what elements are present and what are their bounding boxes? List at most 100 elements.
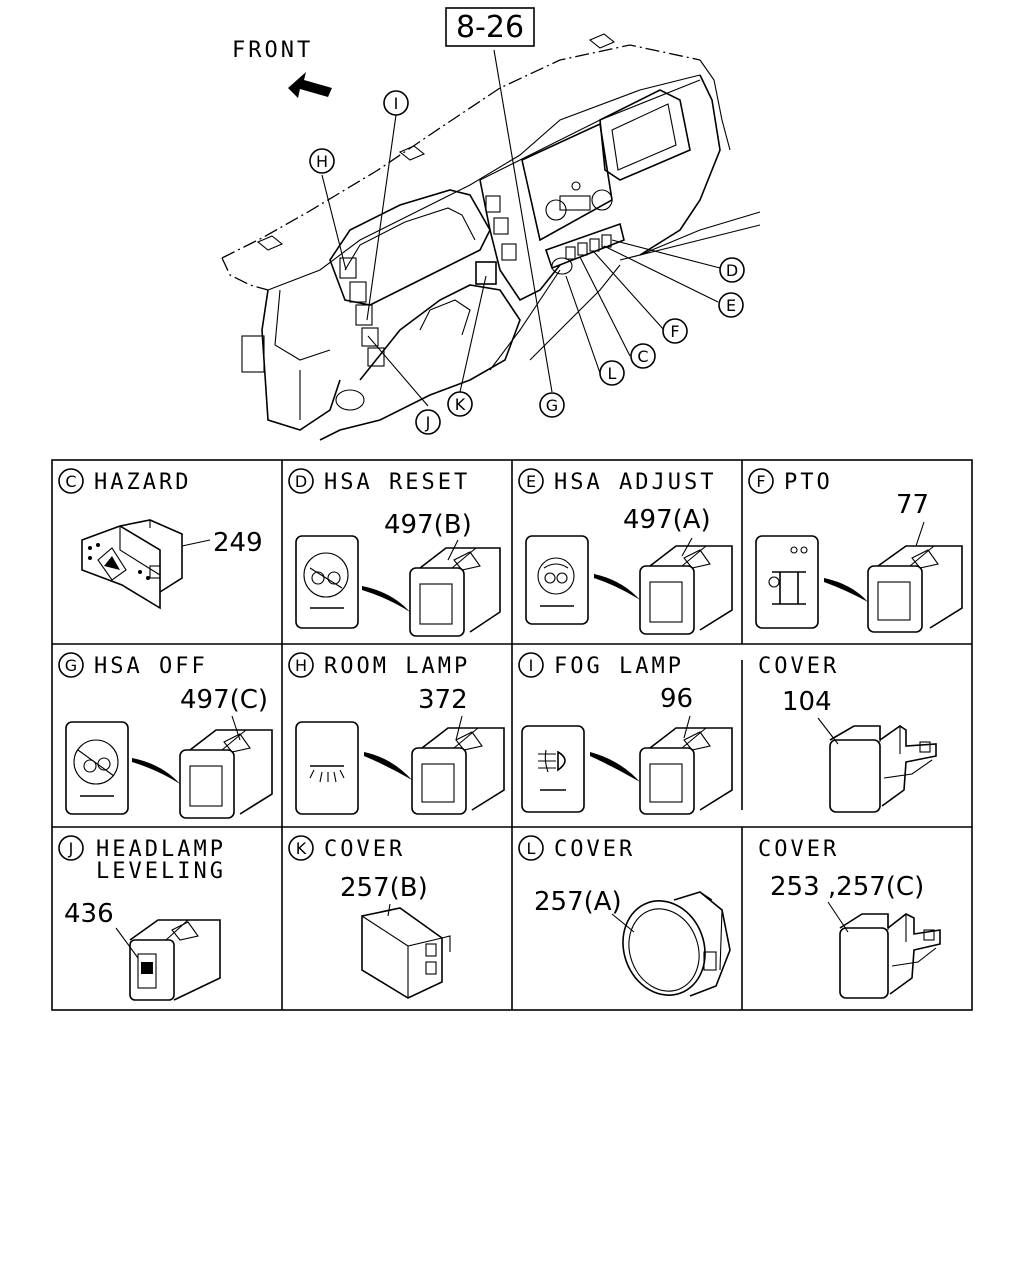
cell-fog-lamp: I FOG LAMP 96: [518, 652, 733, 815]
leveling-switch-drawing: [129, 919, 221, 1001]
cell-letter-circle: [288, 835, 314, 861]
svg-text:I: I: [394, 94, 399, 113]
callout-H: H: [309, 148, 335, 174]
pto-symbol-icon: [755, 535, 819, 629]
cell-letter-circle: [518, 468, 544, 494]
reference-number: 8-26: [456, 10, 524, 45]
part-number: 253 ,257(C): [770, 872, 924, 902]
rocker-switch-drawing: [639, 545, 733, 635]
cell-title: COVER: [554, 837, 635, 862]
cell-letter-circle: [748, 468, 774, 494]
cell-title: FOG LAMP: [554, 654, 684, 679]
svg-text:L: L: [608, 364, 617, 383]
part-number: 497(B): [384, 510, 472, 540]
cell-title: HSA ADJUST: [554, 470, 716, 495]
cell-letter-circle: [288, 652, 314, 678]
cell-title: ROOM LAMP: [324, 654, 470, 679]
rocker-switch-drawing: [639, 727, 733, 815]
square-cover-drawing: [361, 907, 451, 999]
part-number: 104: [782, 687, 832, 717]
dashboard-illustration: 8-26 FRONT: [221, 7, 761, 441]
blank-cover-drawing: [829, 725, 937, 813]
hsa-off-icon: [65, 721, 129, 815]
part-number: 497(C): [180, 685, 268, 715]
part-number: 96: [660, 684, 693, 714]
callout-F: F: [662, 318, 688, 344]
cell-letter: C: [65, 472, 76, 491]
room-lamp-icon: [295, 721, 359, 815]
cell-cover-k: K COVER 257(B): [288, 835, 451, 999]
cell-title: COVER: [758, 837, 839, 862]
cell-letter-circle: [58, 652, 84, 678]
svg-text:G: G: [546, 396, 558, 415]
part-number: 372: [418, 685, 468, 715]
cell-title: HAZARD: [94, 470, 191, 495]
svg-text:C: C: [637, 347, 648, 366]
front-label: FRONT: [232, 38, 313, 63]
callout-I: I: [383, 90, 409, 116]
part-number: 257(B): [340, 873, 428, 903]
cell-headlamp-leveling: J HEADLAMP LEVELING 436: [58, 835, 226, 1001]
cell-letter: J: [68, 839, 74, 858]
callout-G: G: [539, 392, 565, 418]
cell-hsa-adjust: E HSA ADJUST 497(A): [518, 468, 733, 635]
hazard-switch-drawing: [81, 519, 183, 610]
rocker-switch-drawing: [411, 727, 505, 815]
rocker-switch-drawing: [409, 547, 501, 637]
rocker-switch-drawing: [179, 729, 273, 819]
blank-cover-drawing: [839, 913, 941, 999]
cell-cover-l: L COVER 257(A): [518, 835, 731, 997]
cell-pto: F PTO 77: [748, 468, 963, 633]
callout-K: K: [447, 391, 473, 417]
cell-hsa-off: G HSA OFF 497(C): [58, 652, 273, 819]
part-number: 249: [213, 528, 263, 558]
front-arrow-icon: [288, 72, 332, 98]
cell-title-line2: LEVELING: [96, 859, 226, 884]
cell-cover-253: COVER 253 ,257(C): [758, 837, 941, 999]
cell-letter: H: [295, 656, 307, 675]
cell-room-lamp: H ROOM LAMP 372: [288, 652, 505, 815]
part-number: 257(A): [534, 887, 622, 917]
cell-letter: F: [756, 472, 765, 491]
cell-hazard: C HAZARD 249: [58, 468, 263, 610]
hsa-adjust-icon: [525, 535, 589, 625]
cell-letter-circle: [518, 835, 544, 861]
cell-letter-circle: [518, 652, 544, 678]
cell-letter: D: [295, 472, 307, 491]
svg-text:D: D: [726, 261, 738, 280]
cell-title: PTO: [784, 470, 833, 495]
cell-title: HEADLAMP: [96, 837, 226, 862]
fog-lamp-icon: [521, 725, 585, 813]
cell-letter-circle: [58, 468, 84, 494]
part-number: 436: [64, 899, 114, 929]
cell-letter: L: [527, 839, 536, 858]
hsa-symbol-icon: [295, 535, 359, 629]
cell-cover-104: COVER 104: [758, 654, 937, 813]
cell-title: COVER: [324, 837, 405, 862]
cell-letter: I: [529, 656, 534, 675]
cell-letter-circle: [58, 835, 84, 861]
callout-J: J: [415, 409, 441, 435]
cell-letter: K: [296, 839, 307, 858]
callout-L: L: [599, 360, 625, 386]
cell-title: COVER: [758, 654, 839, 679]
svg-text:F: F: [670, 322, 679, 341]
part-number: 497(A): [623, 505, 711, 535]
cell-hsa-reset: D HSA RESET 497(B): [288, 468, 501, 637]
cell-letter-circle: [288, 468, 314, 494]
callout-C: C: [630, 343, 656, 369]
callout-D: D: [719, 257, 745, 283]
reference-box: [445, 7, 535, 47]
svg-text:J: J: [425, 413, 431, 432]
svg-text:E: E: [726, 296, 736, 315]
svg-text:H: H: [316, 152, 328, 171]
parts-grid: [51, 459, 973, 1011]
cell-letter: E: [526, 472, 536, 491]
rocker-switch-drawing: [867, 545, 963, 633]
part-number: 77: [896, 490, 929, 520]
cell-letter: G: [65, 656, 77, 675]
round-cover-drawing: [622, 891, 731, 997]
svg-text:K: K: [455, 395, 466, 414]
cell-title: HSA RESET: [324, 470, 470, 495]
